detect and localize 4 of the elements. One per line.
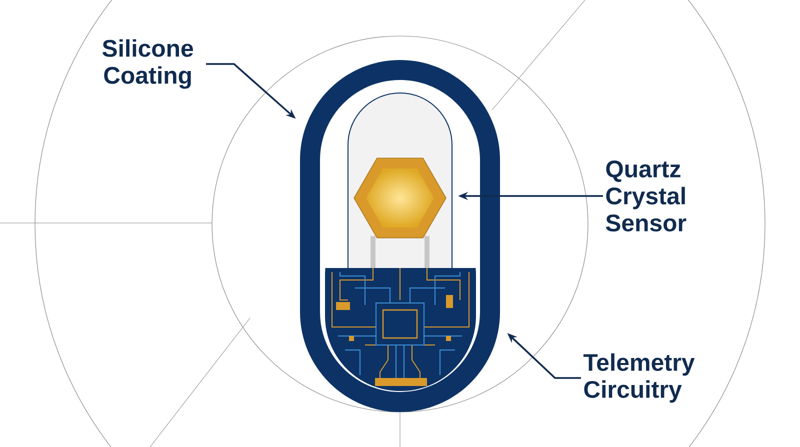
callout-label: Quartz Crystal Sensor: [606, 160, 686, 232]
circuit-board-drawing: [325, 268, 476, 391]
callout-label: Telemetry Circuitry: [583, 353, 695, 403]
callout-label: Silicone Coating: [102, 39, 194, 89]
